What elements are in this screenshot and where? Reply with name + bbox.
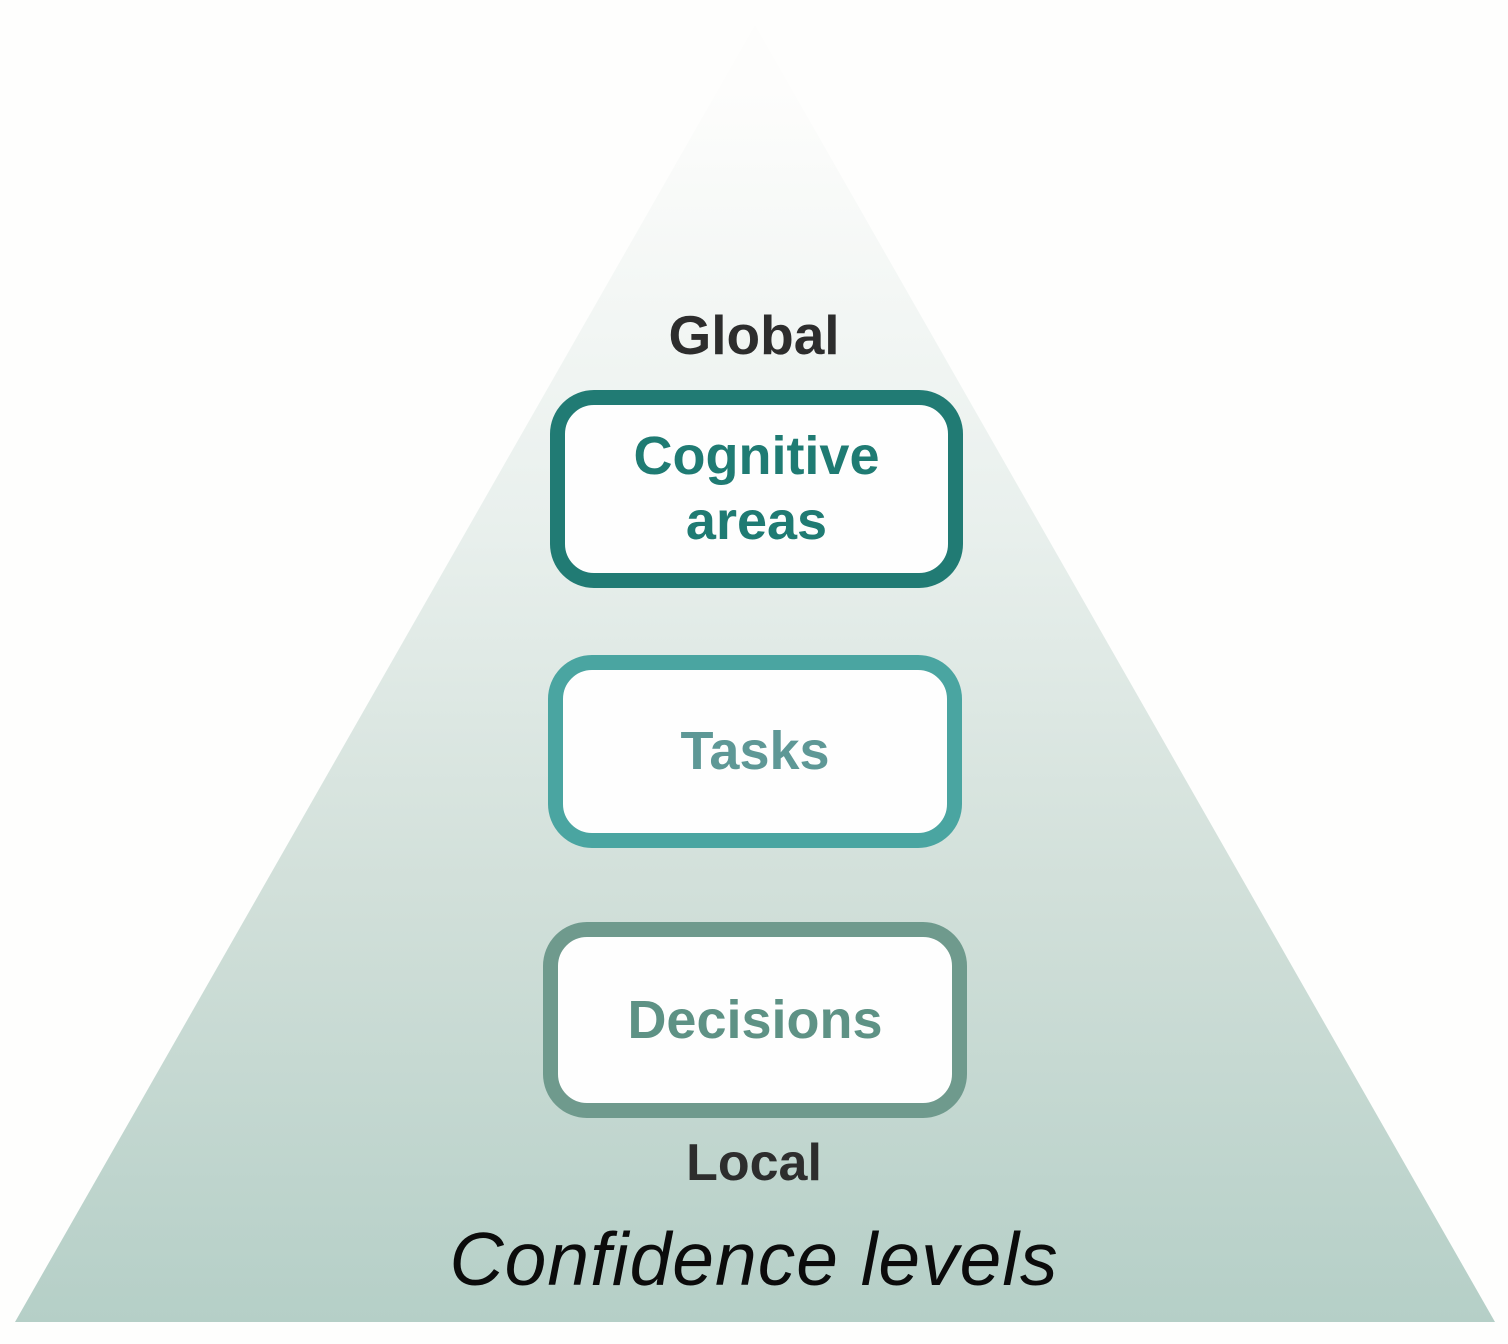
level-box-cognitive-areas: Cognitive areas (550, 390, 963, 588)
level-label-tasks: Tasks (680, 721, 830, 782)
caption-confidence-levels: Confidence levels (449, 1217, 1059, 1301)
level-box-decisions: Decisions (543, 922, 967, 1118)
local-label: Local (686, 1134, 822, 1192)
level-label-cognitive-areas: Cognitive areas (633, 426, 880, 551)
level-label-decisions: Decisions (627, 989, 883, 1050)
global-label: Global (668, 304, 840, 366)
level-box-tasks: Tasks (548, 655, 962, 848)
